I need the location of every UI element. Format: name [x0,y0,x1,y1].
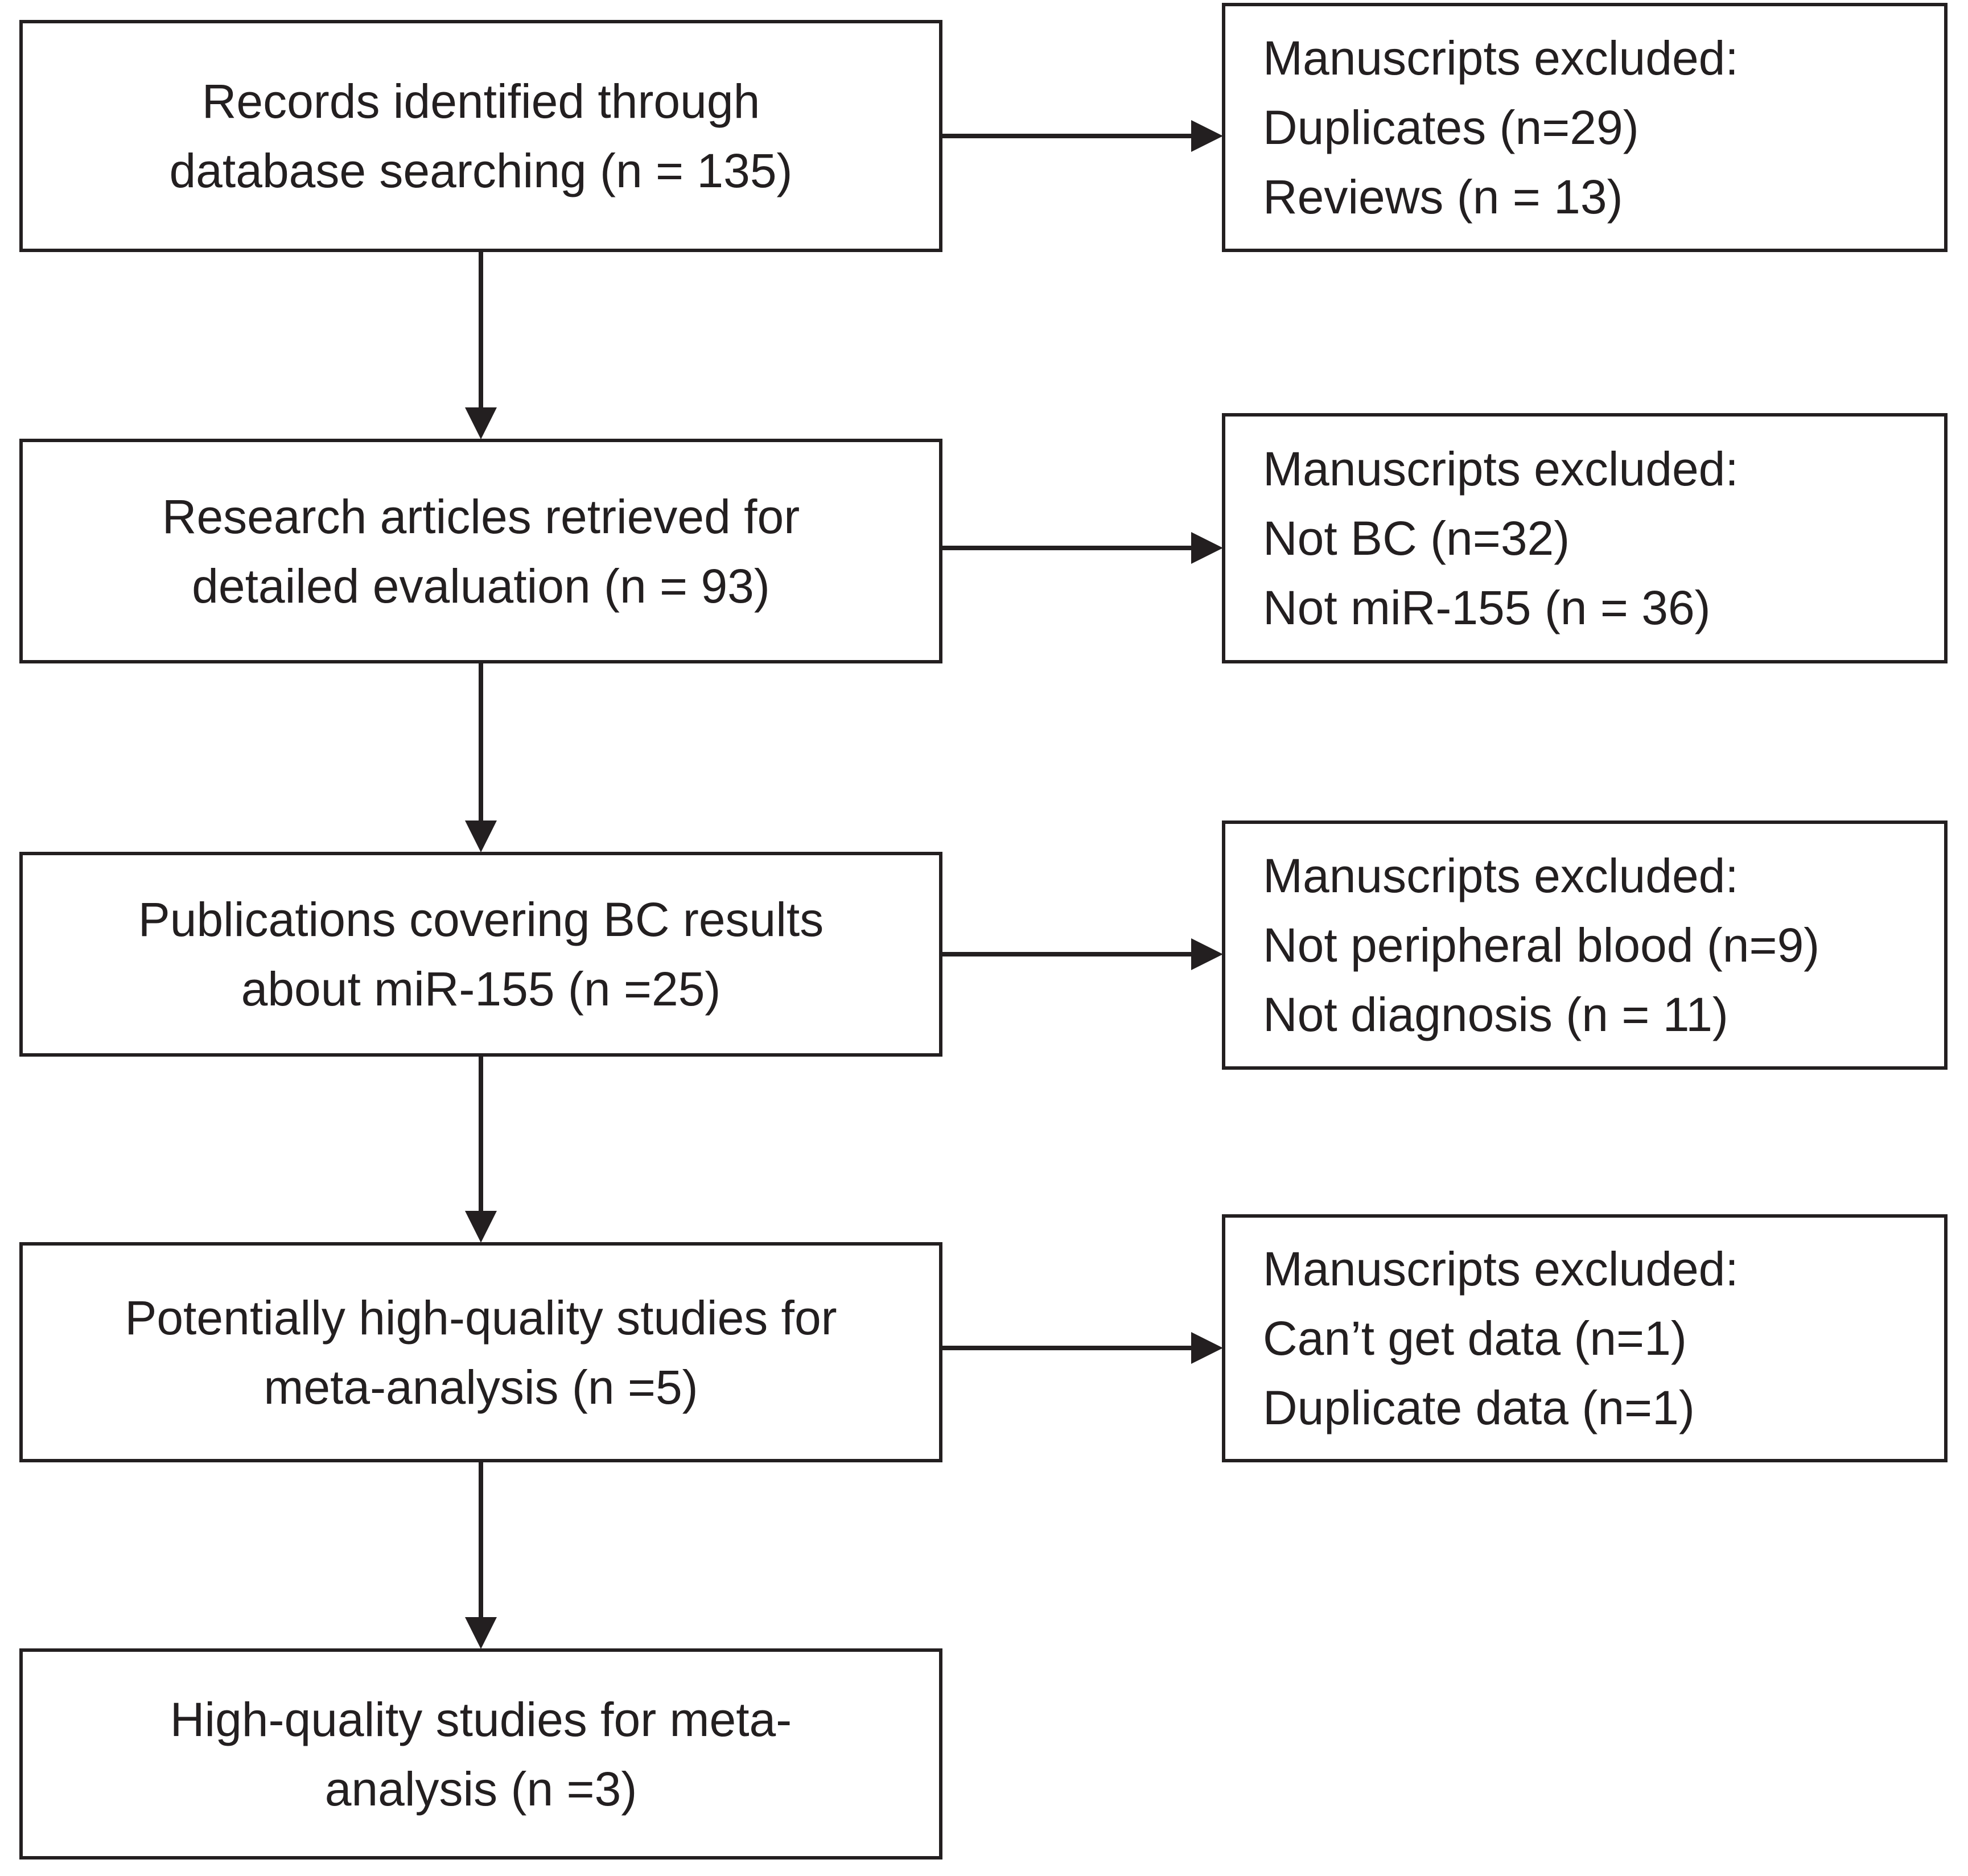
step-text-line: Publications covering BC results [138,893,824,946]
arrowhead-step2-to-exclusion2 [1191,532,1223,564]
vertical-arrows [465,252,497,1649]
exclusion-box-not-peripheral-blood: Manuscripts excluded: Not peripheral blo… [1222,821,1948,1070]
step-text-line: database searching (n = 135) [169,144,793,197]
step-text-line: High-quality studies for meta- [170,1692,792,1746]
exclusion-heading: Manuscripts excluded: [1263,1242,1739,1296]
step-text-line: about miR-155 (n =25) [241,962,721,1016]
flow-step-articles-retrieved: Research articles retrieved for detailed… [19,439,942,663]
arrowhead-step4-to-step5 [465,1617,497,1649]
exclusion-item: Can’t get data (n=1) [1263,1312,1687,1365]
flow-step-high-quality-studies: High-quality studies for meta- analysis … [19,1648,942,1859]
step-text-line: analysis (n =3) [324,1762,637,1816]
horizontal-arrows [942,120,1223,1364]
exclusion-item: Not BC (n=32) [1263,512,1570,565]
arrowhead-step4-to-exclusion4 [1191,1332,1223,1364]
flow-step-records-identified: Records identified through database sear… [19,20,942,252]
exclusion-box-cant-get-data: Manuscripts excluded: Can’t get data (n=… [1222,1214,1948,1462]
step-text-line: Potentially high-quality studies for [125,1290,837,1345]
exclusion-item: Duplicate data (n=1) [1263,1381,1695,1434]
exclusion-box-not-bc: Manuscripts excluded: Not BC (n=32) Not … [1222,413,1948,663]
arrowhead-step2-to-step3 [465,821,497,852]
exclusion-heading: Manuscripts excluded: [1263,849,1739,902]
exclusion-item: Duplicates (n=29) [1263,101,1639,154]
exclusion-box-duplicates-reviews: Manuscripts excluded: Duplicates (n=29) … [1222,3,1948,252]
exclusion-item: Reviews (n = 13) [1263,170,1623,224]
arrowhead-step1-to-step2 [465,407,497,439]
exclusion-item: Not diagnosis (n = 11) [1263,988,1728,1041]
step-text-line: detailed evaluation (n = 93) [192,559,770,613]
arrowhead-step3-to-step4 [465,1211,497,1243]
exclusion-heading: Manuscripts excluded: [1263,31,1739,85]
arrowhead-step3-to-exclusion3 [1191,938,1223,970]
exclusion-item: Not peripheral blood (n=9) [1263,918,1820,972]
step-text-line: Records identified through [201,75,760,128]
exclusion-heading: Manuscripts excluded: [1263,442,1739,496]
arrowhead-step1-to-exclusion1 [1191,120,1223,152]
flow-step-publications-covering: Publications covering BC results about m… [19,852,942,1057]
step-text-line: meta-analysis (n =5) [264,1360,698,1414]
step-text-line: Research articles retrieved for [162,489,800,543]
flow-step-potentially-high-quality: Potentially high-quality studies for met… [19,1242,942,1462]
exclusion-item: Not miR-155 (n = 36) [1263,581,1711,634]
